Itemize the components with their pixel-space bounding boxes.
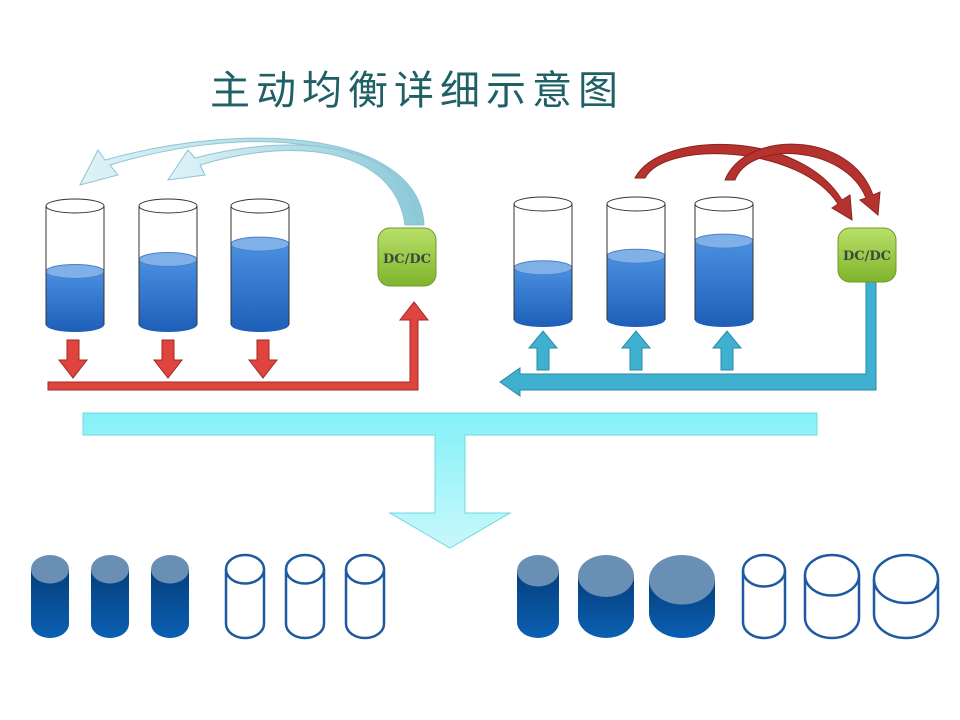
result-left-filled-3 <box>151 555 189 638</box>
left-cell-2 <box>138 198 198 332</box>
right-cell-1 <box>513 196 573 327</box>
charge-arrow <box>620 330 652 371</box>
liquid-surface <box>513 260 573 276</box>
liquid-surface <box>694 233 754 249</box>
liquid-surface <box>138 252 198 268</box>
result-left-filled-2 <box>91 555 129 638</box>
left-cell-3 <box>230 198 290 332</box>
transfer-arc-1 <box>634 143 853 221</box>
result-left-empty-3 <box>344 553 386 640</box>
liquid-surface <box>230 236 290 252</box>
right-cell-2 <box>606 196 666 327</box>
result-left-cells <box>31 553 386 640</box>
dc-dc-label-right: DC/DC <box>843 249 891 264</box>
beaker-rim <box>230 198 290 214</box>
beaker-rim <box>606 196 666 212</box>
liquid <box>46 271 104 332</box>
liquid <box>139 259 197 332</box>
merge-arrow <box>82 412 818 549</box>
cyan-bus <box>499 281 877 397</box>
discharge-arrow <box>57 339 89 379</box>
result-right-empty-2 <box>803 553 861 640</box>
right-cell-3 <box>694 196 754 327</box>
beaker-rim <box>513 196 573 212</box>
return-arc-2 <box>166 144 419 226</box>
beaker-rim <box>45 198 105 214</box>
result-left-empty-2 <box>284 553 326 640</box>
result-right-cells <box>517 553 940 640</box>
left-cell-1 <box>45 198 105 332</box>
result-left-empty-1 <box>224 553 266 640</box>
result-right-filled-1 <box>517 555 559 638</box>
discharge-arrow <box>247 339 279 379</box>
charge-arrow <box>711 330 743 371</box>
result-right-empty-3 <box>872 553 940 640</box>
right-group: DC/DC <box>499 143 897 397</box>
liquid <box>607 256 665 327</box>
charge-arrow <box>527 330 559 371</box>
result-right-empty-1 <box>741 553 787 640</box>
dc-dc-label-left: DC/DC <box>383 252 431 267</box>
red-bus <box>47 301 430 391</box>
dc-dc-converter-left: DC/DC <box>377 227 437 287</box>
dc-dc-converter-right: DC/DC <box>837 227 897 283</box>
liquid-surface <box>606 248 666 264</box>
diagram-title: 主动均衡详细示意图 <box>210 68 624 114</box>
liquid <box>514 267 572 327</box>
beaker-rim <box>694 196 754 212</box>
result-right-filled-3 <box>649 555 715 638</box>
liquid <box>231 244 289 332</box>
beaker-rim <box>138 198 198 214</box>
discharge-arrow <box>152 339 184 379</box>
result-left-filled-1 <box>31 555 69 638</box>
left-group: DC/DC <box>45 137 437 391</box>
liquid-surface <box>45 263 105 279</box>
transfer-arc-2 <box>724 143 881 216</box>
result-right-filled-2 <box>578 555 634 638</box>
liquid <box>695 241 753 327</box>
